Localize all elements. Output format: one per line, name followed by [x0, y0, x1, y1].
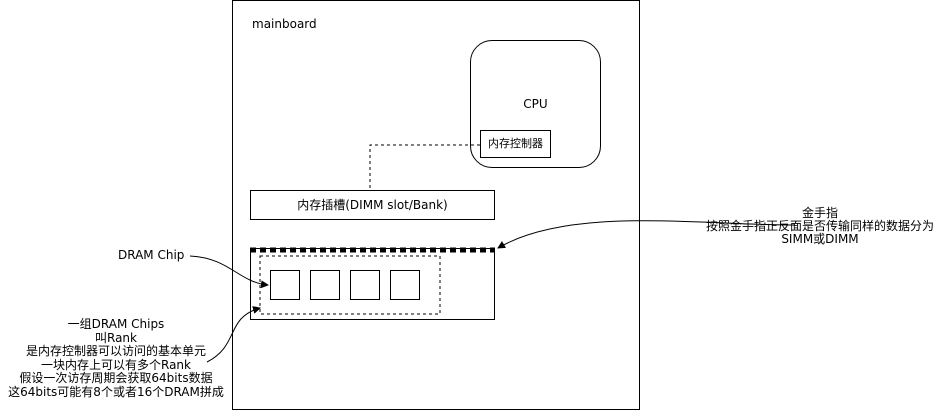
- dram-chip-3: [350, 270, 380, 300]
- rank-note-line-6: 这64bits可能有8个或者16个DRAM拼成: [8, 384, 224, 399]
- gold-finger-note: 金手指 按照金手指正反面是否传输同样的数据分为 SIMM或DIMM: [700, 207, 940, 246]
- rank-note: 一组DRAM Chips 叫Rank 是内存控制器可以访问的基本单元 一块内存上…: [0, 317, 232, 399]
- memory-controller-label: 内存控制器: [488, 137, 543, 150]
- rank-note-line-2: 叫Rank: [95, 330, 137, 345]
- gold-finger-line-3: SIMM或DIMM: [781, 232, 859, 246]
- rank-note-line-3: 是内存控制器可以访问的基本单元: [25, 344, 206, 358]
- rank-note-line-5: 假设一次访存周期会获取64bits数据: [19, 371, 213, 385]
- rank-note-line-1: 一组DRAM Chips: [67, 317, 165, 331]
- dram-chip-2: [310, 270, 340, 300]
- memory-controller-box: [480, 130, 551, 158]
- dram-chip-4: [390, 270, 420, 300]
- dram-chip-1: [270, 270, 300, 300]
- dimm-slot-label: 内存插槽(DIMM slot/Bank): [297, 198, 448, 212]
- dimm-slot-box: [250, 190, 495, 220]
- mainboard-label: mainboard: [252, 17, 317, 31]
- rank-note-line-4: 一块内存上可以有多个Rank: [41, 357, 191, 372]
- dram-chip-label: DRAM Chip: [118, 248, 185, 262]
- cpu-label: CPU: [523, 97, 548, 111]
- gold-finger-line-1: 金手指: [801, 206, 838, 220]
